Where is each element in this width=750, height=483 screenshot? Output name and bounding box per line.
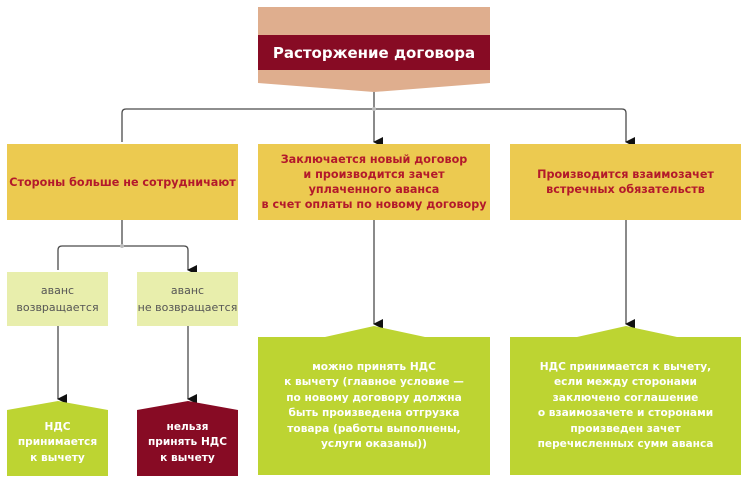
connector-junction-2 [120, 244, 124, 248]
sub-box-2 [137, 272, 238, 326]
root-title: Расторжение договора [272, 43, 476, 62]
result-box-1 [7, 401, 108, 476]
branch-box-2 [258, 144, 490, 220]
branch-label-1: Стороны больше не сотрудничают [9, 175, 236, 189]
branch-label-3: Производится взаимозачет встречных обяза… [537, 168, 714, 196]
sub-label-1: аванс возвращается [16, 284, 99, 314]
sub-label-2: аванс не возвращается [137, 284, 238, 314]
connector-junction [372, 107, 376, 111]
result-box-4 [510, 326, 741, 475]
result-label-1: НДС принимается к вычету [17, 420, 98, 464]
result-box-3 [258, 326, 490, 475]
result-label-2: нельзя принять НДС к вычету [147, 420, 228, 464]
sub-box-1 [7, 272, 108, 326]
branch-box-3 [510, 144, 741, 220]
result-box-2 [137, 401, 238, 476]
connector-results [57, 220, 635, 404]
result-label-3: можно принять НДС к вычету (главное усло… [284, 360, 464, 451]
result-label-4: НДС принимается к вычету, если между сто… [537, 360, 714, 451]
root-title-band [258, 35, 490, 70]
branch-box-1 [7, 144, 238, 220]
branch-label-2: Заключается новый договор и производится… [261, 153, 487, 211]
connector-root [121, 92, 635, 147]
